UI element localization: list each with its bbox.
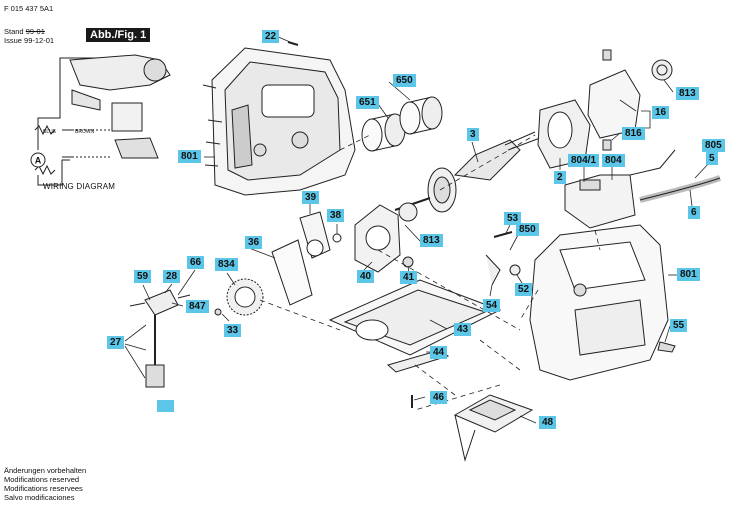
callout-38: 38 — [327, 209, 345, 222]
screw-22 — [287, 41, 299, 46]
callout-54: 54 — [483, 299, 501, 312]
issue-label: Issue — [4, 36, 22, 45]
callout-39: 39 — [302, 191, 320, 204]
callout-847: 847 — [186, 300, 209, 313]
callout-816: 816 — [622, 127, 645, 140]
guide-plate — [271, 239, 313, 306]
sleeve-650 — [399, 96, 443, 135]
callout-3: 3 — [467, 128, 479, 141]
stand-value: 99-01 — [25, 27, 45, 36]
figure-badge: Abb./Fig. 1 — [86, 28, 151, 42]
callout-36: 36 — [245, 236, 263, 249]
gear-housing — [354, 204, 401, 273]
callout-59: 59 — [134, 270, 152, 283]
doc-number: F 015 437 5A1 — [4, 4, 54, 13]
screw-41 — [402, 256, 414, 268]
callout-53: 53 — [504, 212, 522, 225]
motor-symbol-text: A — [35, 156, 42, 166]
callout-813-top: 813 — [676, 87, 699, 100]
note-fr: Modifications reservees — [4, 484, 83, 493]
callout-805: 805 — [702, 139, 725, 152]
callout-44: 44 — [430, 346, 448, 359]
note-es: Salvo modificaciones — [4, 493, 75, 502]
callout-801-left: 801 — [178, 150, 201, 163]
washer-38 — [332, 233, 342, 243]
stand-line: Stand 99-01 — [4, 27, 45, 36]
callout-650: 650 — [393, 74, 416, 87]
switch-module — [564, 174, 636, 229]
callout-801-right: 801 — [677, 268, 700, 281]
screw-53 — [493, 231, 513, 238]
wiring-schematic — [34, 54, 171, 186]
housing-screws — [202, 84, 223, 167]
callout-28: 28 — [163, 270, 181, 283]
callout-5: 5 — [706, 152, 718, 165]
base-plate — [328, 279, 502, 356]
callout-813-mid: 813 — [420, 234, 443, 247]
plunger-assembly — [129, 289, 191, 388]
callout-33: 33 — [224, 324, 242, 337]
issue-value: 99-12-01 — [24, 36, 55, 45]
right-housing-shell — [529, 224, 669, 381]
callout-43: 43 — [454, 323, 472, 336]
wire-brown-label: BROWN — [75, 129, 95, 135]
modification-notes: Änderungen vorbehalten Modifications res… — [4, 466, 86, 502]
switch-55 — [657, 341, 676, 353]
callout-2: 2 — [554, 171, 566, 184]
callout-55: 55 — [670, 319, 688, 332]
callout-651: 651 — [356, 96, 379, 109]
stand-label: Stand — [4, 27, 24, 36]
assembly-dashed-lines — [259, 134, 601, 411]
issue-line: Issue 99-12-01 — [4, 36, 54, 45]
callout-6: 6 — [688, 206, 700, 219]
note-en: Modifications reserved — [4, 475, 80, 484]
gear-834 — [214, 278, 264, 316]
callout-blank — [157, 400, 174, 412]
callout-850: 850 — [516, 223, 539, 236]
dust-cover — [453, 394, 534, 462]
left-housing-shell — [211, 47, 356, 196]
callout-66: 66 — [187, 256, 205, 269]
callout-46: 46 — [430, 391, 448, 404]
callout-48: 48 — [539, 416, 557, 429]
callout-22: 22 — [262, 30, 280, 43]
sleeve-651 — [361, 113, 406, 152]
bearing — [398, 202, 418, 222]
wiring-diagram-title: WIRING DIAGRAM — [43, 182, 116, 191]
spring-54 — [485, 254, 501, 286]
cord-wires — [629, 149, 676, 176]
callout-16: 16 — [652, 106, 670, 119]
motor-symbol-circle — [30, 152, 46, 168]
callout-40: 40 — [357, 270, 375, 283]
wire-blue-label: BLUE — [43, 129, 57, 135]
callout-41: 41 — [400, 271, 418, 284]
note-de: Änderungen vorbehalten — [4, 466, 87, 475]
armature — [394, 131, 541, 213]
callout-52: 52 — [515, 283, 533, 296]
roller-52 — [509, 264, 521, 276]
callout-834: 834 — [215, 258, 238, 271]
callout-804-1: 804/1 — [568, 154, 600, 167]
callout-27: 27 — [107, 336, 125, 349]
callout-804: 804 — [602, 154, 625, 167]
